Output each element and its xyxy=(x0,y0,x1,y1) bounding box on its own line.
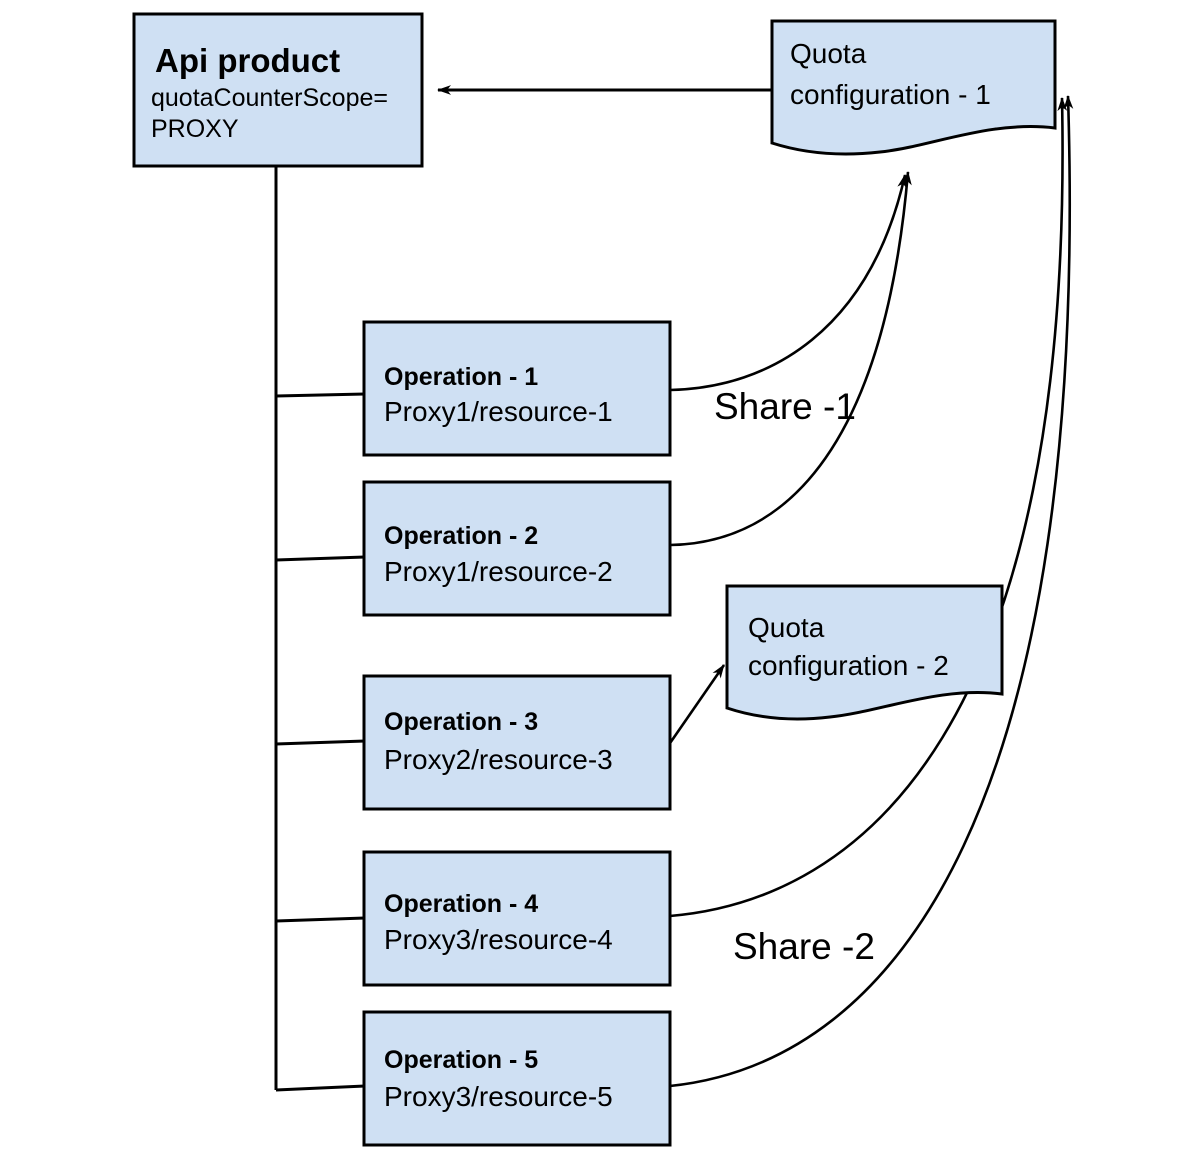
edge-label-share-1: Share -1 xyxy=(714,386,856,427)
quota-configuration-2-line2: configuration - 2 xyxy=(748,650,949,681)
quota-configuration-2-line1: Quota xyxy=(748,612,825,643)
edge-operation2-to-quota1 xyxy=(669,171,912,547)
node-api-product[interactable]: Api product quotaCounterScope= PROXY xyxy=(132,12,424,168)
operation5-quota1-curve xyxy=(669,95,1074,1088)
node-operation-3[interactable]: Operation - 3 Proxy2/resource-3 xyxy=(362,674,672,811)
operation-2-title: Operation - 2 xyxy=(384,522,538,550)
edge-operation3-to-quota2 xyxy=(666,664,726,747)
operation-3-subtitle: Proxy2/resource-3 xyxy=(384,744,613,775)
node-quota-configuration-2[interactable]: Quota configuration - 2 xyxy=(725,584,1004,721)
quota-configuration-1-line1: Quota xyxy=(790,38,867,69)
node-quota-configuration-1[interactable]: Quota configuration - 1 xyxy=(770,19,1057,156)
edge-operation4-to-quota1 xyxy=(669,97,1068,918)
quota-configuration-1-shape[interactable] xyxy=(770,19,1057,156)
node-operation-5[interactable]: Operation - 5 Proxy3/resource-5 xyxy=(362,1010,672,1147)
api-product-title: Api product xyxy=(155,42,340,79)
edge-label-share-2: Share -2 xyxy=(733,926,875,967)
operation-2-subtitle: Proxy1/resource-2 xyxy=(384,556,613,587)
operation-5-box[interactable] xyxy=(362,1010,672,1147)
api-product-scope-line2: PROXY xyxy=(151,115,239,143)
node-operation-4[interactable]: Operation - 4 Proxy3/resource-4 xyxy=(362,850,672,987)
api-product-box[interactable] xyxy=(132,12,424,168)
operation-1-subtitle: Proxy1/resource-1 xyxy=(384,396,613,427)
operation-5-title: Operation - 5 xyxy=(384,1046,538,1074)
api-product-tree-connector xyxy=(274,166,366,1092)
operation-3-box[interactable] xyxy=(362,674,672,811)
operation4-quota1-curve xyxy=(669,97,1068,918)
operation2-quota1-curve xyxy=(669,171,912,547)
operation3-quota2-arrow xyxy=(666,664,726,747)
operation1-quota1-curve xyxy=(669,174,907,392)
operation-3-title: Operation - 3 xyxy=(384,708,538,736)
operation-1-title: Operation - 1 xyxy=(384,363,538,391)
branch-to-operation-5 xyxy=(275,1084,366,1092)
operation-4-subtitle: Proxy3/resource-4 xyxy=(384,924,613,955)
branch-to-operation-1 xyxy=(275,392,366,398)
branch-to-operation-2 xyxy=(275,555,366,562)
node-operation-1[interactable]: Operation - 1 Proxy1/resource-1 xyxy=(362,320,672,457)
quota-configuration-1-line2: configuration - 1 xyxy=(790,79,991,110)
operation-4-title: Operation - 4 xyxy=(384,890,538,918)
operation-5-subtitle: Proxy3/resource-5 xyxy=(384,1081,613,1112)
edge-operation1-to-quota1 xyxy=(669,174,907,392)
branch-to-operation-3 xyxy=(275,739,366,746)
quota-configuration-2-shape[interactable] xyxy=(725,584,1004,721)
operation-2-box[interactable] xyxy=(362,480,672,617)
operation-1-box[interactable] xyxy=(362,320,672,457)
operation-4-box[interactable] xyxy=(362,850,672,987)
api-product-scope-line1: quotaCounterScope= xyxy=(151,84,388,112)
edge-operation5-to-quota1 xyxy=(669,95,1074,1088)
node-operation-2[interactable]: Operation - 2 Proxy1/resource-2 xyxy=(362,480,672,617)
branch-to-operation-4 xyxy=(275,916,366,923)
